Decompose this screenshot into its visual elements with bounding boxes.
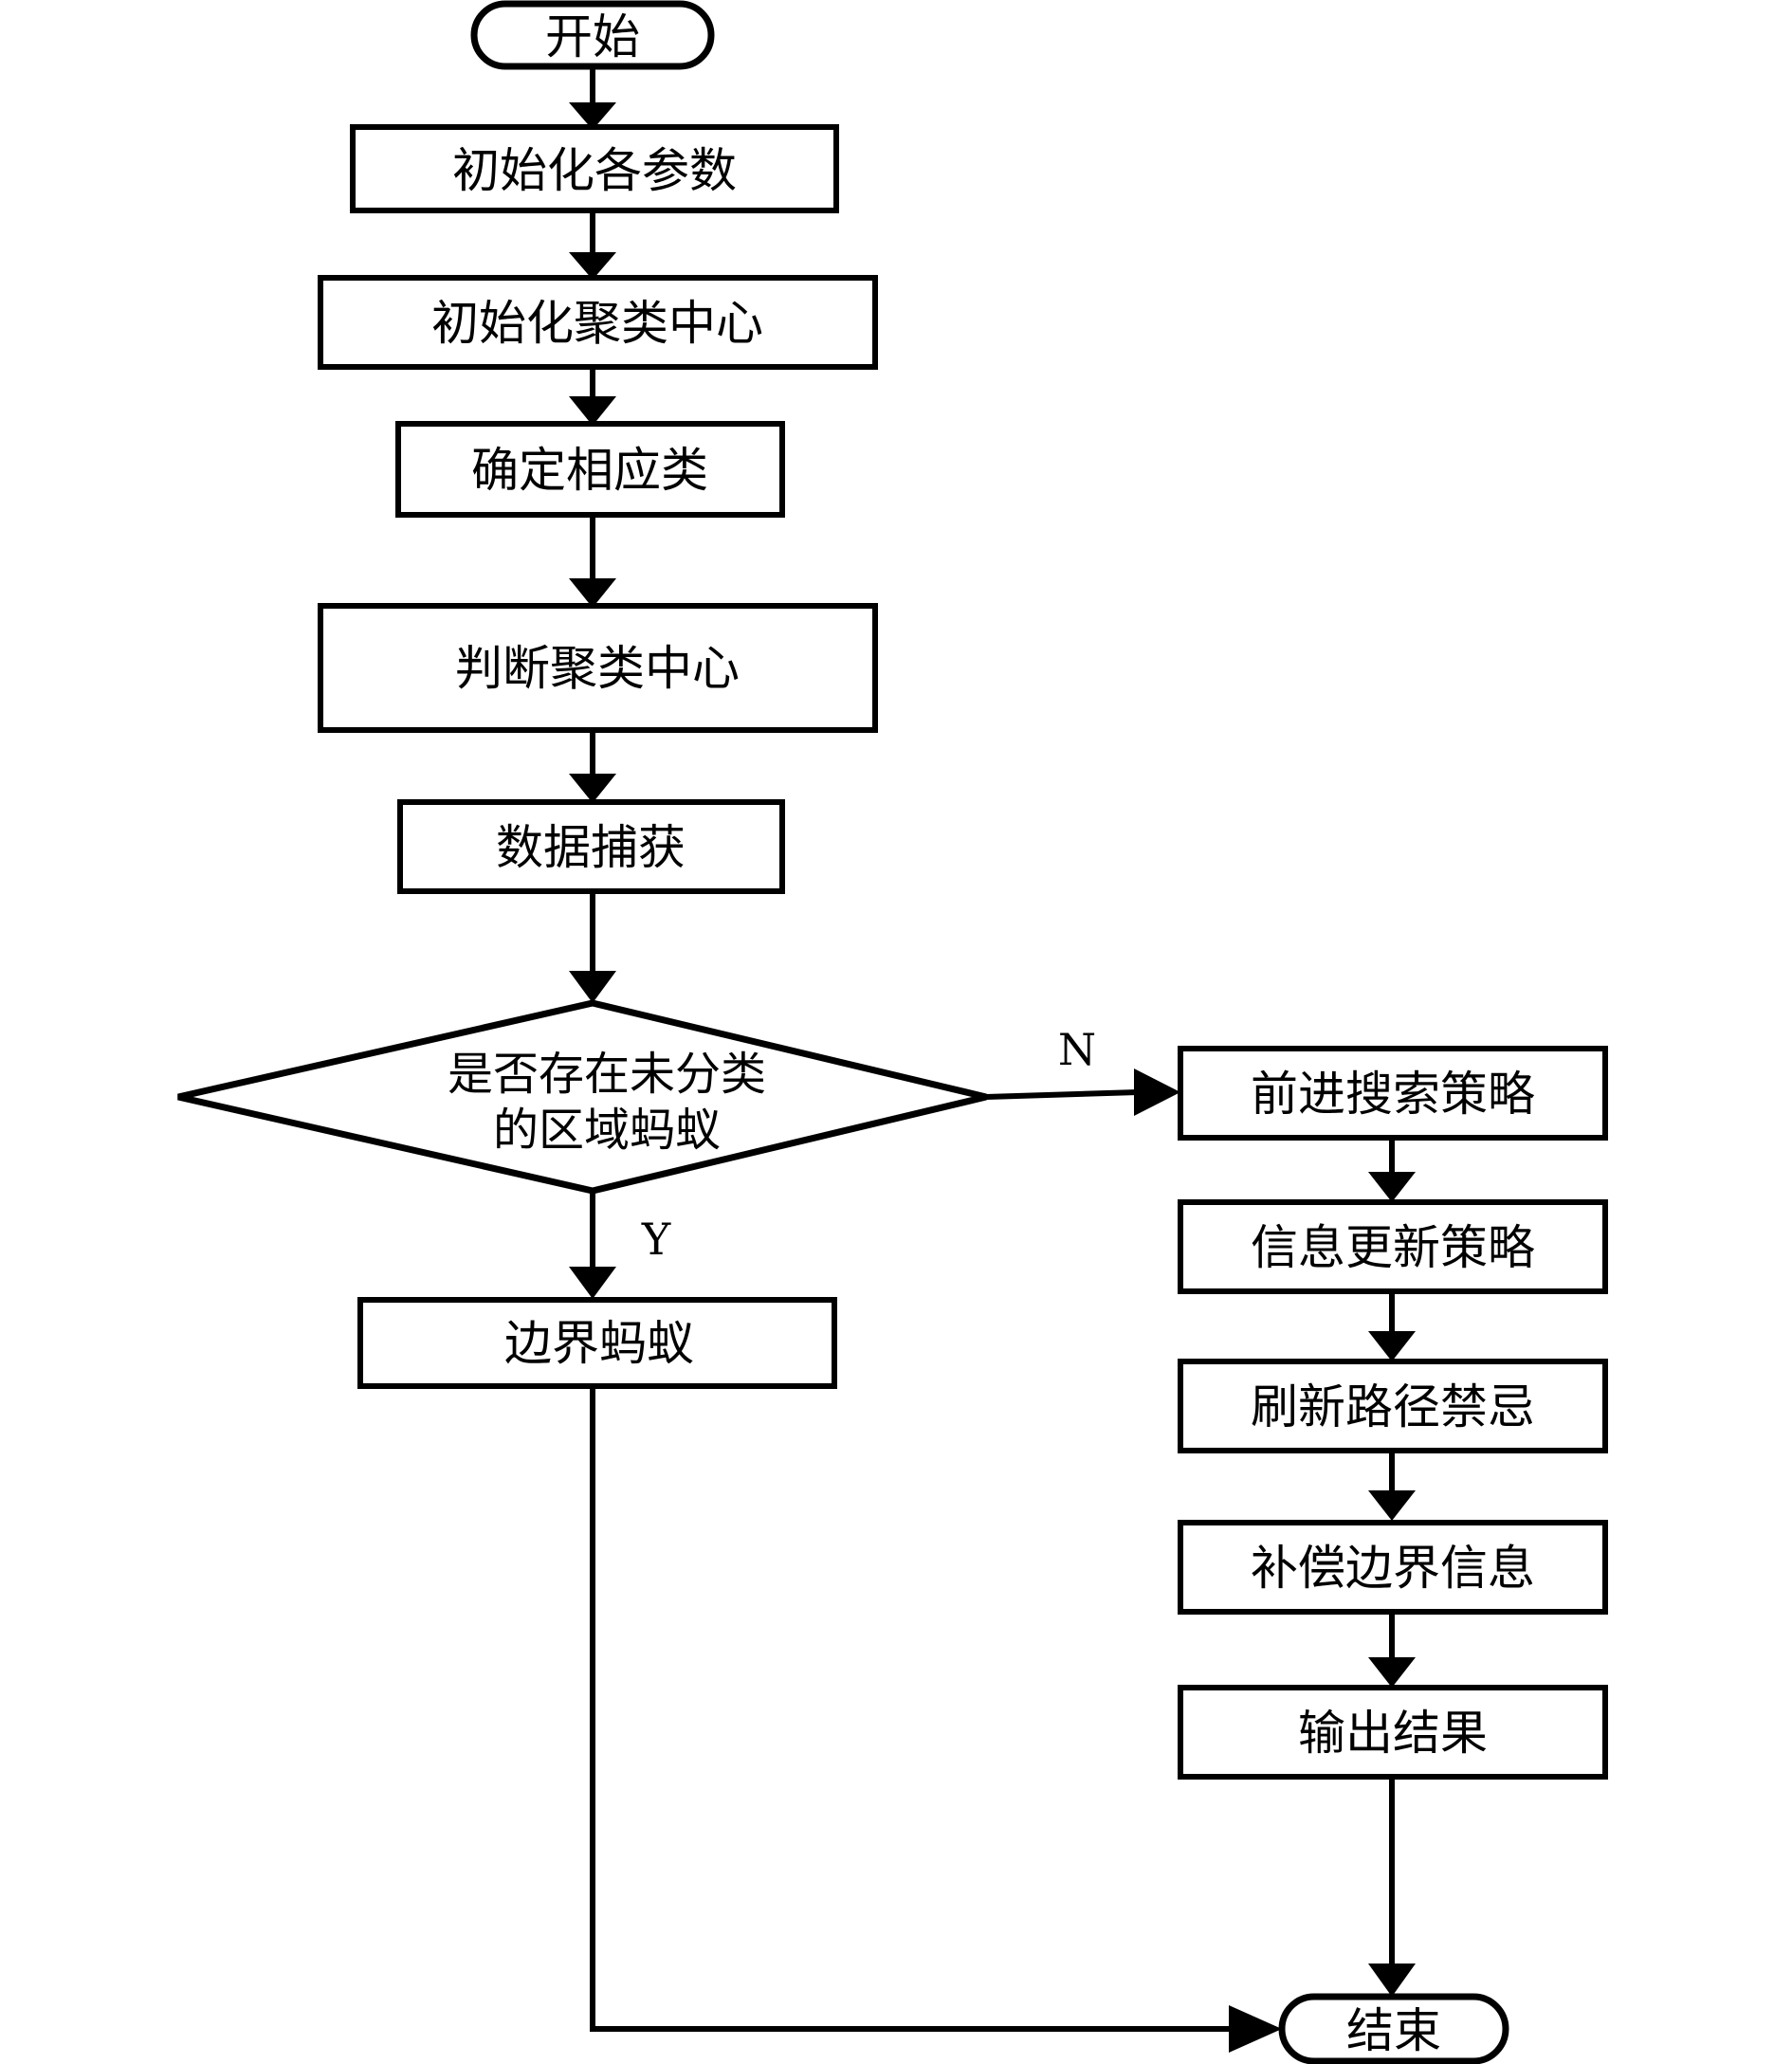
node-refresh-taboo-label: 刷新路径禁忌 [1251, 1379, 1535, 1434]
node-output-result-label: 输出结果 [1298, 1706, 1488, 1761]
edge-init-centers-to-assign-class [569, 367, 616, 426]
edge-label-no: N [1058, 1024, 1096, 1075]
edge-decision-no-to-forward-search [985, 1069, 1180, 1116]
node-data-capture[interactable]: 数据捕获 [397, 799, 785, 894]
edge-assign-class-to-judge-centers [569, 515, 616, 608]
node-refresh-taboo[interactable]: 刷新路径禁忌 [1178, 1359, 1608, 1453]
node-compensate-boundary[interactable]: 补偿边界信息 [1178, 1520, 1608, 1615]
node-boundary-ants-label: 边界蚂蚁 [504, 1316, 694, 1371]
node-decision[interactable]: 是否存在未分类 的区域蚂蚁 [177, 999, 987, 1195]
node-end[interactable]: 结束 [1278, 1993, 1509, 2064]
edge-init-params-to-init-centers [569, 210, 616, 280]
node-forward-search-label: 前进搜索策略 [1251, 1067, 1535, 1122]
edge-refresh-taboo-to-compensate-boundary [1368, 1451, 1416, 1521]
node-end-label: 结束 [1346, 2003, 1441, 2058]
node-start-label: 开始 [545, 9, 640, 64]
node-judge-centers-label: 判断聚类中心 [455, 641, 740, 696]
node-init-centers-label: 初始化聚类中心 [431, 296, 763, 351]
node-info-update-label: 信息更新策略 [1251, 1220, 1535, 1275]
edge-label-yes: Y [641, 1214, 671, 1265]
node-forward-search[interactable]: 前进搜索策略 [1178, 1046, 1608, 1141]
edge-info-update-to-refresh-taboo [1368, 1291, 1416, 1361]
edge-start-to-init-params [569, 66, 616, 130]
edge-compensate-boundary-to-output-result [1368, 1612, 1416, 1688]
node-compensate-boundary-label: 补偿边界信息 [1251, 1541, 1535, 1596]
edge-decision-yes-to-boundary-ants [569, 1190, 616, 1299]
node-assign-class[interactable]: 确定相应类 [395, 421, 785, 518]
node-decision-label-line1: 是否存在未分类 [448, 1048, 766, 1101]
node-init-params[interactable]: 初始化各参数 [350, 124, 839, 213]
node-start[interactable]: 开始 [470, 0, 715, 70]
node-output-result[interactable]: 输出结果 [1178, 1685, 1608, 1780]
node-info-update[interactable]: 信息更新策略 [1178, 1199, 1608, 1294]
node-data-capture-label: 数据捕获 [496, 820, 686, 875]
edge-output-result-to-end [1368, 1777, 1416, 1997]
edge-forward-search-to-info-update [1368, 1138, 1416, 1202]
edge-boundary-ants-to-end [590, 1386, 1282, 2053]
node-decision-label-line2: 的区域蚂蚁 [493, 1104, 721, 1157]
node-boundary-ants[interactable]: 边界蚂蚁 [357, 1297, 837, 1389]
node-init-centers[interactable]: 初始化聚类中心 [318, 275, 878, 370]
node-judge-centers[interactable]: 判断聚类中心 [318, 603, 878, 733]
edge-data-capture-to-decision [569, 891, 616, 1003]
node-assign-class-label: 确定相应类 [471, 443, 708, 498]
node-init-params-label: 初始化各参数 [452, 143, 737, 198]
edge-judge-centers-to-data-capture [569, 730, 616, 803]
